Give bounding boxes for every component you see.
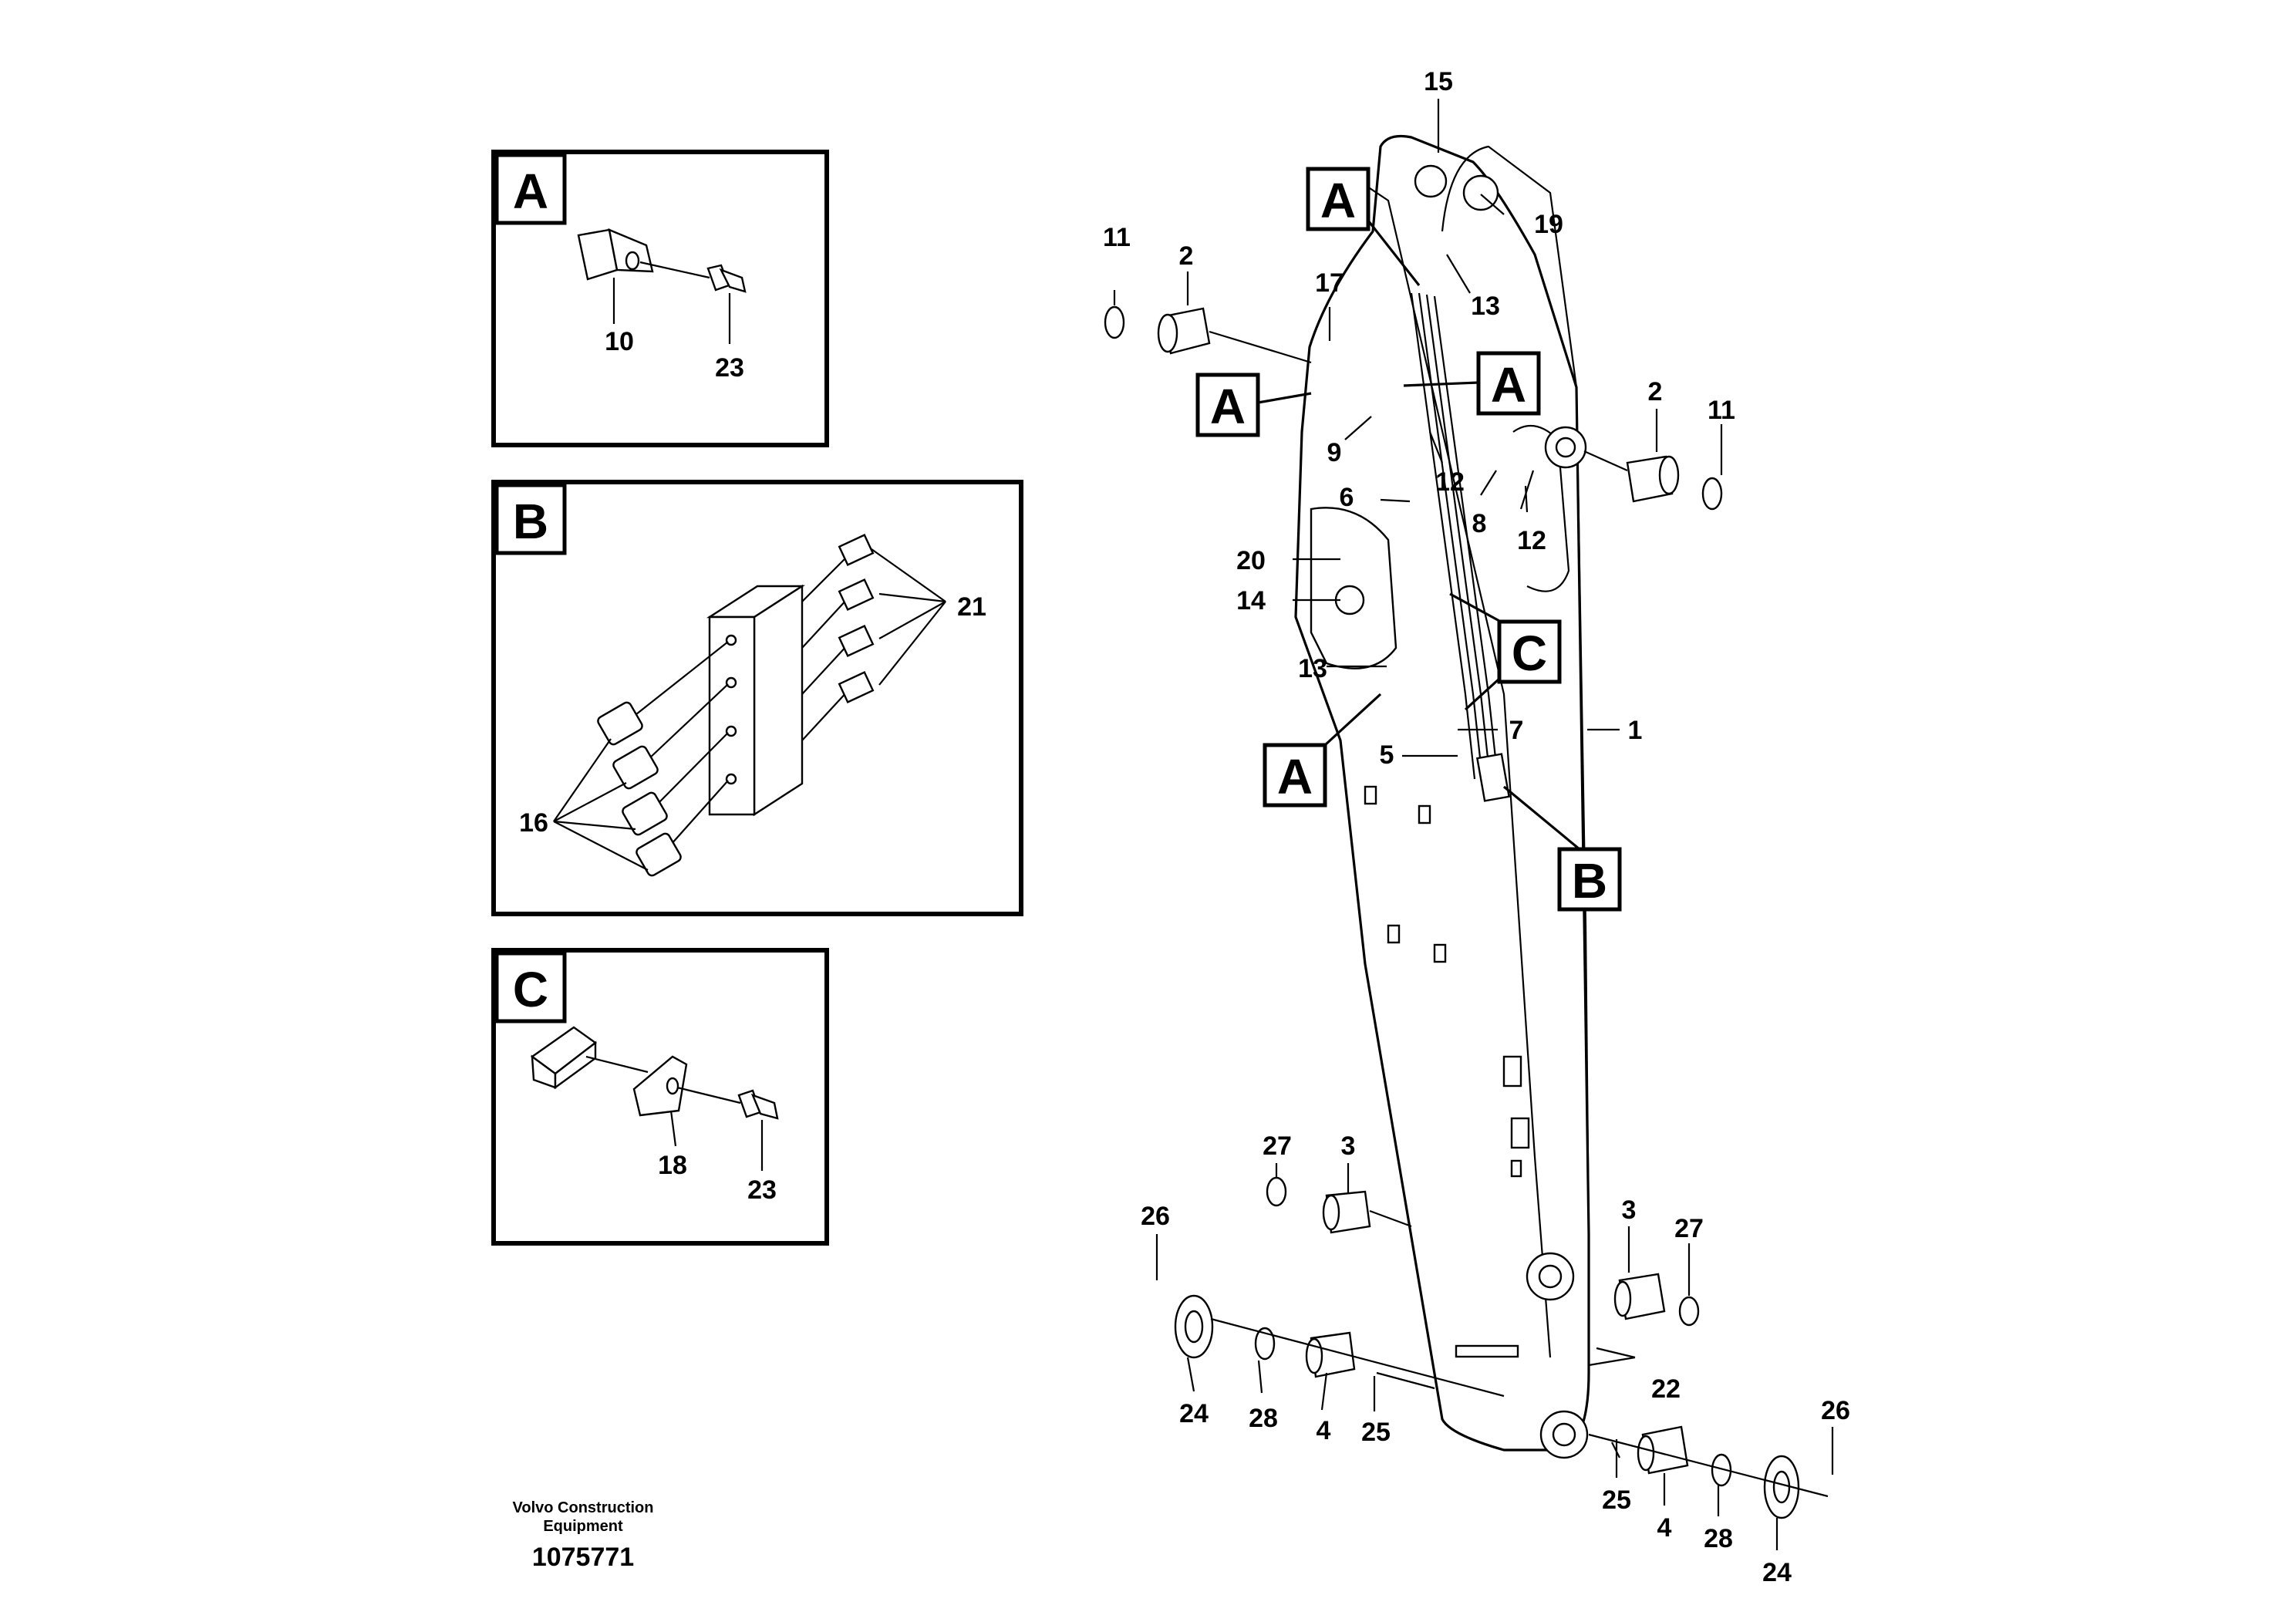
- leader-lines: [1113, 99, 1834, 1550]
- label-27: 27: [1674, 1214, 1704, 1243]
- label-28: 28: [1249, 1404, 1278, 1433]
- label-2: 2: [1179, 241, 1194, 271]
- inset-c-tag: C: [513, 962, 548, 1017]
- company-name-line1: Volvo Construction: [513, 1499, 654, 1516]
- label-22: 22: [1651, 1374, 1681, 1404]
- label-12: 12: [1517, 526, 1546, 555]
- label-26: 26: [1141, 1202, 1170, 1231]
- label-8: 8: [1472, 509, 1487, 538]
- main-callout-tags: A A A C A B: [1195, 167, 1622, 912]
- label-18: 18: [658, 1151, 687, 1180]
- fittings-21: [801, 534, 946, 741]
- label-9: 9: [1327, 438, 1342, 467]
- label-16: 16: [519, 808, 548, 838]
- label-20: 20: [1236, 546, 1266, 575]
- label-5: 5: [1380, 740, 1394, 770]
- inset-a-tag: A: [513, 164, 548, 219]
- bracket-18-part: [632, 1055, 688, 1117]
- pin-parts: [1104, 305, 1829, 1519]
- label-19: 19: [1534, 210, 1563, 239]
- inset-c-panel: C 18 23: [491, 948, 829, 1246]
- label-15: 15: [1424, 67, 1453, 96]
- label-4: 4: [1657, 1513, 1672, 1543]
- label-12: 12: [1435, 467, 1465, 497]
- label-24: 24: [1762, 1558, 1792, 1587]
- label-3: 3: [1341, 1131, 1356, 1161]
- label-11: 11: [1708, 396, 1735, 425]
- clamp-part: [577, 228, 654, 281]
- label-23: 23: [715, 353, 744, 383]
- inset-b-tag: B: [513, 494, 548, 549]
- main-tag-a-top: A: [1320, 173, 1356, 228]
- label-28: 28: [1704, 1524, 1733, 1553]
- label-26: 26: [1821, 1396, 1850, 1425]
- main-tag-c: C: [1512, 626, 1547, 681]
- footer-block: Volvo Construction Equipment 1075771: [513, 1499, 654, 1572]
- main-tag-a-bottom: A: [1277, 749, 1313, 804]
- main-part-labels: 15 19 11 2 17 13 2 11 9 12 6 12 8 20 14 …: [1103, 67, 1850, 1587]
- main-tag-a-right: A: [1491, 357, 1526, 413]
- label-7: 7: [1509, 716, 1524, 745]
- label-10: 10: [605, 327, 634, 356]
- inset-b-panel: B: [491, 480, 1023, 916]
- bolt-23-part: [737, 1089, 779, 1120]
- label-3: 3: [1622, 1195, 1637, 1225]
- main-tag-b: B: [1572, 853, 1607, 909]
- label-21: 21: [957, 592, 986, 622]
- label-6: 6: [1340, 483, 1354, 512]
- label-17: 17: [1315, 268, 1344, 298]
- label-1: 1: [1628, 716, 1643, 745]
- inset-a-panel: A 10 23: [491, 150, 829, 447]
- company-name-line2: Equipment: [543, 1518, 623, 1535]
- label-25: 25: [1602, 1485, 1631, 1515]
- main-tag-a-left: A: [1210, 379, 1246, 434]
- label-13: 13: [1298, 654, 1327, 683]
- label-2: 2: [1648, 377, 1663, 406]
- label-13: 13: [1471, 292, 1500, 321]
- label-11: 11: [1103, 223, 1131, 252]
- label-4: 4: [1317, 1416, 1331, 1445]
- document-number: 1075771: [532, 1543, 634, 1572]
- boom-assembly: [1294, 134, 1590, 1459]
- label-14: 14: [1236, 586, 1266, 615]
- nuts-16: [553, 641, 729, 877]
- label-24: 24: [1179, 1399, 1209, 1428]
- bolt-part: [706, 264, 747, 293]
- label-25: 25: [1361, 1418, 1391, 1447]
- manifold-block: [706, 584, 806, 817]
- clip-part: [530, 1026, 598, 1090]
- label-27: 27: [1263, 1131, 1292, 1161]
- label-23: 23: [747, 1175, 777, 1205]
